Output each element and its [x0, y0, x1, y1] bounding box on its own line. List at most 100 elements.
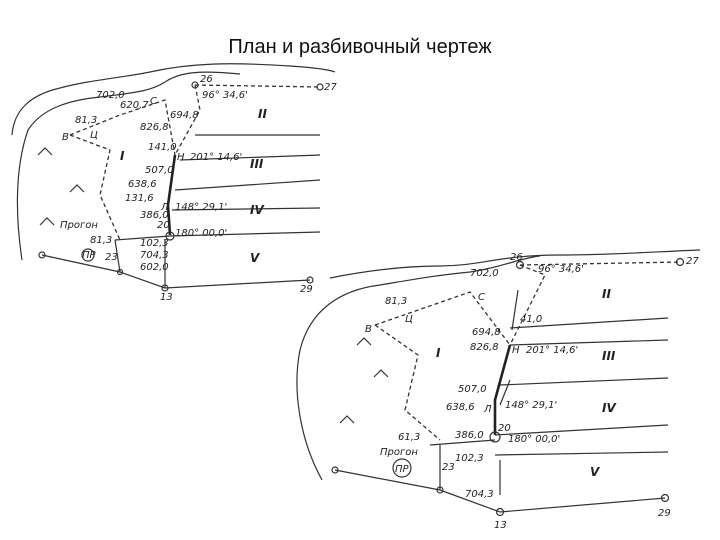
field-V: V — [250, 251, 261, 265]
angle-3: 148° 29,1' — [175, 202, 227, 213]
point-27 — [316, 83, 324, 91]
field-IV: IV — [602, 401, 617, 415]
angle-2: 201° 14,6' — [190, 152, 242, 163]
river-bank-outer — [329, 249, 701, 279]
value-5: 694,8 — [472, 327, 501, 338]
field-line-5 — [169, 231, 321, 237]
label-C2: Ц — [90, 130, 98, 141]
small-plan: 26 27 13 29 23 В С Ц Н Л 20 ПР 702,0 620… — [11, 63, 337, 303]
label-C: С — [150, 96, 157, 107]
label-23: 23 — [105, 252, 118, 263]
field-I: I — [436, 346, 441, 360]
field-line-4 — [494, 424, 669, 436]
point-20 — [489, 431, 501, 443]
river-bank-inner — [296, 255, 541, 481]
label-C2: Ц — [405, 314, 413, 325]
value-6: 141,0 — [148, 142, 177, 153]
label-23: 23 — [442, 462, 455, 473]
value-3: 81,3 — [385, 296, 407, 307]
angle-1: 96° 34,6' — [538, 264, 584, 275]
label-13: 13 — [494, 520, 507, 531]
traverse-line-3 — [374, 291, 511, 346]
hill-mark — [37, 147, 53, 156]
label-B: В — [62, 132, 69, 143]
road-bottom — [41, 254, 311, 289]
value-9: 131,6 — [125, 193, 154, 204]
route-arrow-1 — [511, 289, 519, 331]
label-26: 26 — [510, 252, 523, 263]
value-4: 826,8 — [140, 122, 169, 133]
traverse-line-4 — [374, 324, 441, 441]
traverse-line-2 — [509, 264, 546, 346]
road-bottom — [334, 469, 666, 513]
field-line-5 — [494, 451, 669, 456]
value-5: 694,8 — [170, 110, 199, 121]
river-bank-outer — [11, 63, 336, 136]
field-line-4 — [171, 207, 321, 211]
point-23 — [436, 486, 444, 494]
field-I: I — [120, 149, 125, 163]
river-bank-inner — [16, 71, 241, 261]
label-H: Н — [512, 345, 520, 356]
field-line-1 — [509, 317, 669, 329]
traverse-line-2 — [174, 84, 201, 156]
pr-marker — [81, 248, 95, 262]
point-29 — [306, 276, 314, 284]
point-left — [331, 466, 339, 474]
value-12: 102,3 — [455, 453, 484, 464]
label-29: 29 — [658, 508, 671, 519]
road-hor — [114, 235, 171, 241]
label-20: 20 — [157, 220, 170, 231]
value-8: 638,6 — [128, 179, 157, 190]
value-11: 81,3 — [90, 235, 112, 246]
value-1: 702,0 — [96, 90, 125, 101]
point-13 — [495, 507, 505, 517]
value-13: 704,3 — [140, 250, 169, 261]
large-plan: 26 27 13 29 23 В С Ц Н Л 20 ПР 702,0 81,… — [296, 249, 701, 531]
page-title: План и разбивочный чертеж — [228, 36, 492, 58]
field-line-2 — [179, 154, 321, 161]
value-4: 826,8 — [470, 342, 499, 353]
value-1: 702,0 — [470, 268, 499, 279]
value-8: 638,6 — [446, 402, 475, 413]
point-26 — [191, 81, 199, 89]
label-26: 26 — [200, 74, 213, 85]
label-H: Н — [177, 152, 185, 163]
label-L: Л — [160, 202, 169, 213]
angle-4: 180° 00,0' — [508, 434, 560, 445]
field-II: II — [258, 107, 267, 121]
field-III: III — [250, 157, 264, 171]
label-PR: ПР — [82, 250, 97, 261]
traverse-line — [194, 84, 321, 88]
value-3: 81,3 — [75, 115, 97, 126]
traverse-line-3 — [69, 99, 176, 156]
main-route — [166, 154, 177, 236]
angle-1: 96° 34,6' — [202, 90, 248, 101]
label-27: 27 — [686, 256, 699, 267]
point-23 — [116, 268, 124, 276]
pr-marker — [392, 458, 412, 478]
field-V: V — [590, 465, 601, 479]
angle-2: 201° 14,6' — [526, 345, 578, 356]
point-29 — [660, 493, 670, 503]
point-13 — [161, 284, 169, 292]
value-11: 61,3 — [398, 432, 420, 443]
label-20: 20 — [498, 423, 511, 434]
value-7: 507,0 — [145, 165, 174, 176]
main-route — [493, 344, 512, 435]
value-14: 602,0 — [140, 262, 169, 273]
point-27 — [675, 257, 685, 267]
value-10: 386,0 — [455, 430, 484, 441]
field-line-2 — [509, 339, 669, 346]
hill-mark — [356, 337, 372, 346]
value-2: 620,7 — [120, 100, 149, 111]
label-B: В — [365, 324, 372, 335]
field-III: III — [602, 349, 616, 363]
point-20 — [165, 231, 175, 241]
traverse-line — [519, 261, 681, 266]
value-10: 386,0 — [140, 210, 169, 221]
label-29: 29 — [300, 284, 313, 295]
field-line-3 — [174, 179, 321, 191]
point-26 — [515, 260, 525, 270]
